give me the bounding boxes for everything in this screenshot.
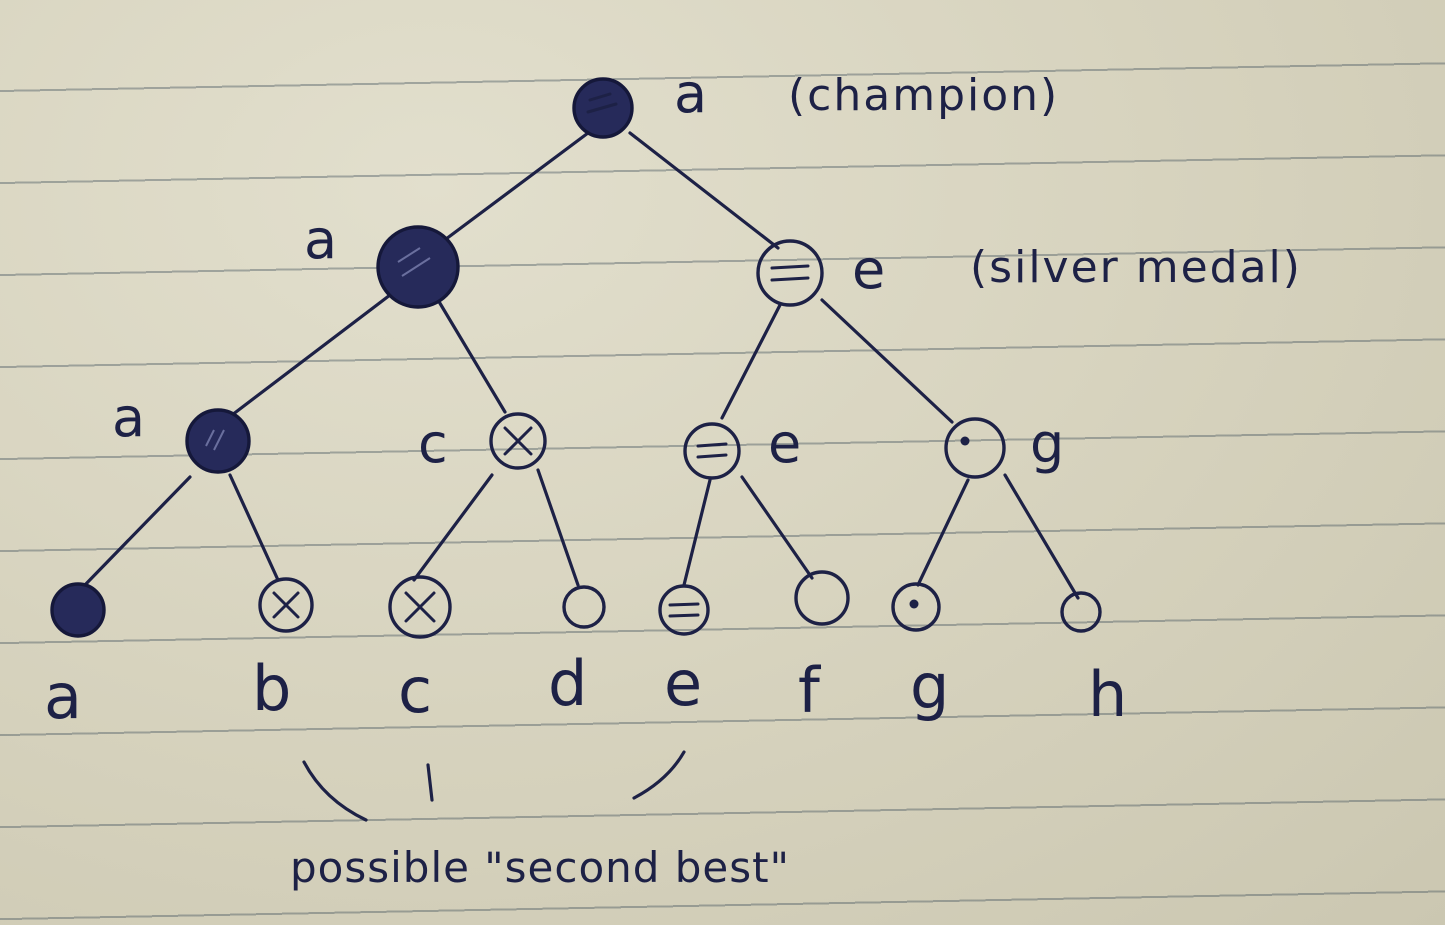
- edge-c1-c0: [412, 473, 494, 582]
- edge-a2-a1: [230, 293, 392, 417]
- champion-note: (champion): [788, 70, 1059, 121]
- node-level1-g: [944, 417, 1006, 479]
- leaf-label-c: c: [398, 654, 432, 727]
- leaf-label-f: f: [798, 654, 822, 727]
- edge-g1-h0: [1003, 473, 1080, 600]
- winner-label-round2-e: e: [852, 238, 885, 301]
- edge-e1-e0: [682, 478, 712, 587]
- edge-g1-g0: [916, 478, 970, 587]
- leaf-node-b: [258, 577, 314, 633]
- edge-a2-c1: [436, 298, 507, 414]
- edge-e1-f0: [740, 475, 814, 580]
- leaf-node-g: [891, 582, 941, 632]
- edge-e2-g1: [820, 298, 954, 424]
- node-level1-a: [185, 408, 251, 474]
- winner-label-round1-c: c: [418, 412, 448, 475]
- node-level1-e: [683, 422, 741, 480]
- node-level1-c: [489, 412, 547, 470]
- leaf-node-d: [562, 585, 606, 629]
- leaf-label-a: a: [44, 660, 82, 733]
- tree-edges: [80, 131, 1080, 600]
- leaf-node-e: [658, 584, 710, 636]
- edge-e2-e1: [720, 303, 782, 420]
- edge-c1-d0: [536, 468, 580, 587]
- node-level2-a: [376, 225, 460, 309]
- silver-note: (silver medal): [970, 242, 1302, 293]
- leaf-node-f: [794, 570, 850, 626]
- leaf-label-g: g: [910, 650, 949, 723]
- winner-label-round1-g: g: [1030, 412, 1064, 475]
- leaf-node-c: [388, 575, 452, 639]
- edge-root-left: [440, 131, 590, 244]
- second-best-caption: possible "second best": [290, 843, 790, 892]
- node-root: [572, 77, 634, 139]
- edge-a1-b0: [228, 473, 280, 582]
- winner-label-round1-e: e: [768, 412, 801, 475]
- leaf-node-h: [1060, 591, 1102, 633]
- edge-a1-a0: [80, 475, 192, 590]
- leaf-label-d: d: [548, 647, 587, 720]
- leaf-label-b: b: [252, 652, 291, 725]
- pointer-stroke-c: [426, 763, 434, 802]
- winner-label-round1-a: a: [112, 386, 145, 449]
- champion-label: a: [674, 62, 707, 125]
- edge-root-right: [628, 131, 780, 250]
- second-best-pointer-strokes: [302, 750, 686, 822]
- winner-label-round2-a: a: [304, 208, 337, 271]
- pointer-stroke-b: [302, 760, 368, 822]
- node-level2-e: [756, 239, 824, 307]
- leaf-label-h: h: [1088, 658, 1127, 731]
- leaf-node-a: [50, 582, 106, 638]
- leaf-label-e: e: [664, 647, 702, 720]
- pointer-stroke-e: [632, 750, 686, 800]
